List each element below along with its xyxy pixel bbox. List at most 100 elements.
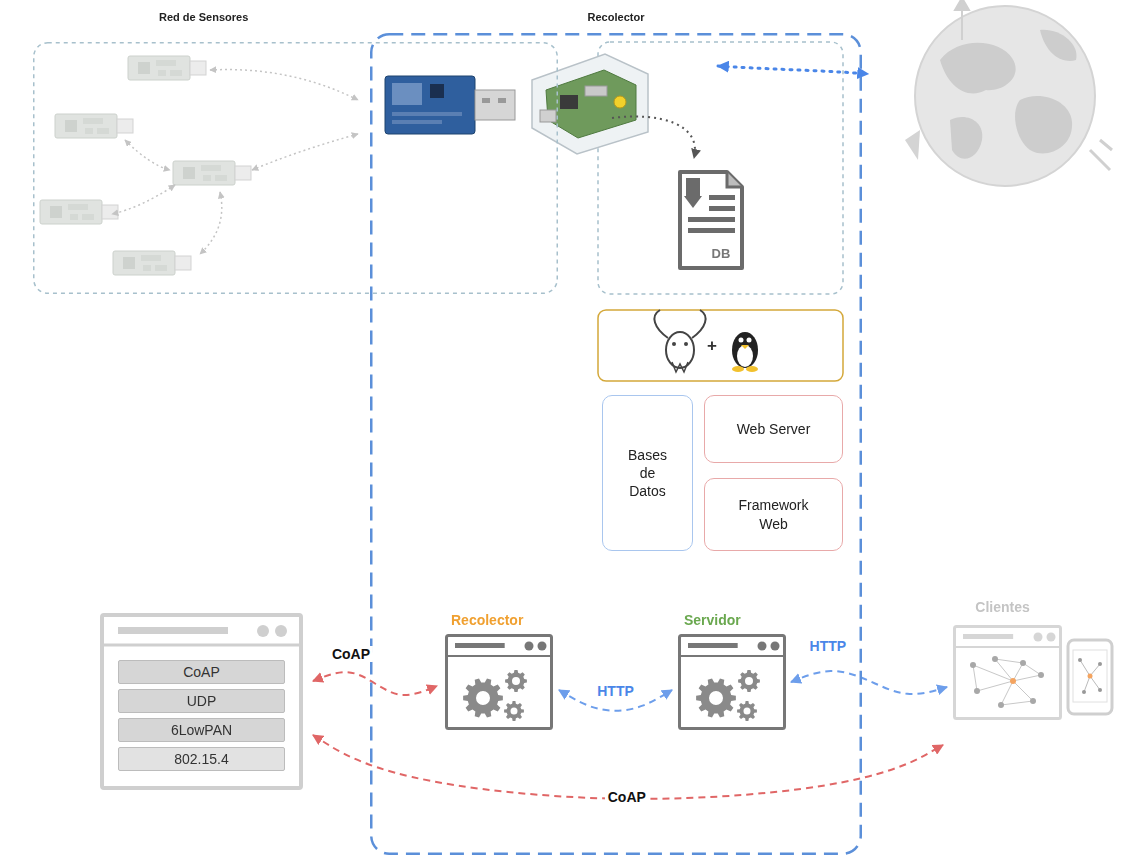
edge-label: HTTP bbox=[594, 683, 637, 699]
window-separator bbox=[680, 655, 785, 657]
component-box: Framework Web bbox=[704, 478, 843, 551]
dashed-connector bbox=[313, 672, 437, 695]
raspberry-pi-part bbox=[540, 110, 556, 122]
tablet bbox=[1068, 640, 1112, 714]
region-outline bbox=[370, 33, 862, 855]
globe bbox=[905, 0, 1112, 186]
document-label: DB bbox=[712, 246, 731, 261]
network-link bbox=[1013, 663, 1023, 681]
gnu-linux-panel-part bbox=[672, 362, 688, 372]
app-window: Recolector bbox=[445, 634, 553, 730]
connectors bbox=[313, 671, 947, 799]
radio-link bbox=[210, 70, 358, 100]
gnu-linux-panel-part bbox=[746, 366, 758, 372]
app-window: Servidor bbox=[678, 634, 786, 730]
globe-part bbox=[905, 130, 920, 160]
radio-link bbox=[200, 192, 222, 254]
sensor-board bbox=[173, 161, 251, 185]
network-node bbox=[998, 702, 1004, 708]
sensor-boards bbox=[40, 56, 251, 275]
raspberry-pi-part bbox=[532, 54, 648, 154]
raspberry-pi bbox=[532, 54, 648, 154]
plus-sign: + bbox=[707, 336, 717, 355]
gnu-linux-panel-part bbox=[739, 338, 744, 343]
usb-dongle-part bbox=[475, 90, 515, 120]
box-label: Bases de Datos bbox=[622, 446, 674, 501]
edge-label-holder: CoAP bbox=[605, 788, 649, 806]
network-node bbox=[970, 662, 976, 668]
component-box: Web Server bbox=[704, 395, 843, 463]
sensor-board bbox=[113, 251, 191, 275]
gear-icon bbox=[463, 678, 503, 717]
network-node bbox=[1030, 698, 1036, 704]
edge-label: CoAP bbox=[329, 646, 373, 662]
tablet-part bbox=[1078, 658, 1082, 662]
gear-icon bbox=[737, 701, 757, 721]
protocol-layer: UDP bbox=[118, 689, 285, 713]
window-drawing bbox=[445, 634, 553, 730]
network-node bbox=[1020, 660, 1026, 666]
protocol-layer: 802.15.4 bbox=[118, 747, 285, 771]
usb-dongle-part bbox=[385, 76, 475, 134]
tablet-part bbox=[1088, 674, 1093, 679]
tablet-part bbox=[1073, 650, 1107, 702]
network-link bbox=[995, 659, 1013, 681]
database-document-part bbox=[688, 228, 735, 233]
box-label: Framework Web bbox=[729, 496, 819, 532]
region-frame: Recolector Bases de Datos Web ServerFramew… bbox=[370, 33, 862, 855]
globe-part bbox=[915, 6, 1095, 186]
window-frame bbox=[447, 636, 552, 729]
gear-icon bbox=[505, 670, 527, 692]
database-document-part bbox=[686, 178, 700, 198]
gnu-linux-panel-part bbox=[672, 342, 676, 346]
database-document-part bbox=[709, 206, 735, 211]
client-window: Clientes bbox=[953, 625, 1062, 720]
raspberry-pi-part bbox=[585, 86, 607, 96]
globe-part bbox=[1040, 30, 1077, 61]
sensor-board bbox=[55, 114, 133, 138]
edge-label-holder: HTTP bbox=[594, 682, 637, 700]
network-link bbox=[1013, 681, 1033, 701]
region-heading: Red de Sensores bbox=[159, 11, 558, 24]
window-title-bar bbox=[688, 643, 738, 648]
window-button bbox=[758, 642, 767, 651]
window-button bbox=[275, 625, 287, 637]
window-title-bar bbox=[455, 643, 505, 648]
window-button bbox=[1047, 633, 1056, 642]
gear-icon bbox=[504, 701, 524, 721]
region-border bbox=[34, 43, 558, 294]
region-heading: Recolector bbox=[370, 11, 862, 24]
tablet-part bbox=[1068, 640, 1112, 714]
radio-link bbox=[112, 185, 175, 214]
tablet-part bbox=[1098, 662, 1102, 666]
app-heading: Recolector bbox=[451, 612, 553, 629]
globe-part bbox=[1015, 96, 1072, 153]
window-button bbox=[257, 625, 269, 637]
raspberry-pi-part bbox=[614, 96, 626, 108]
region-border bbox=[371, 34, 861, 854]
network-link bbox=[1023, 663, 1041, 675]
region-outline bbox=[33, 42, 558, 294]
edge-label-holder: HTTP bbox=[807, 637, 850, 655]
storage-arrow bbox=[612, 117, 695, 158]
network-node bbox=[1010, 678, 1016, 684]
window-separator bbox=[102, 644, 301, 647]
gnu-linux-panel-part bbox=[732, 366, 744, 372]
edge-label: CoAP bbox=[605, 789, 649, 805]
gnu-linux-panel-part bbox=[684, 342, 688, 346]
component-box: Bases de Datos bbox=[602, 395, 693, 551]
gear-icon bbox=[738, 670, 760, 692]
tablet-part bbox=[1080, 660, 1100, 692]
label-holder: DB bbox=[712, 244, 731, 262]
database-document-part bbox=[709, 195, 735, 200]
window-button bbox=[771, 642, 780, 651]
window-frame bbox=[680, 636, 785, 729]
protocol-layer: 6LowPAN bbox=[118, 718, 285, 742]
database-document-part bbox=[727, 172, 742, 187]
network-link bbox=[1001, 681, 1013, 705]
network-link bbox=[995, 659, 1023, 663]
tablet-part bbox=[1082, 690, 1086, 694]
network-link bbox=[1001, 701, 1033, 705]
usb-dongle-part bbox=[430, 84, 444, 98]
edge-label-holder: CoAP bbox=[329, 645, 373, 663]
